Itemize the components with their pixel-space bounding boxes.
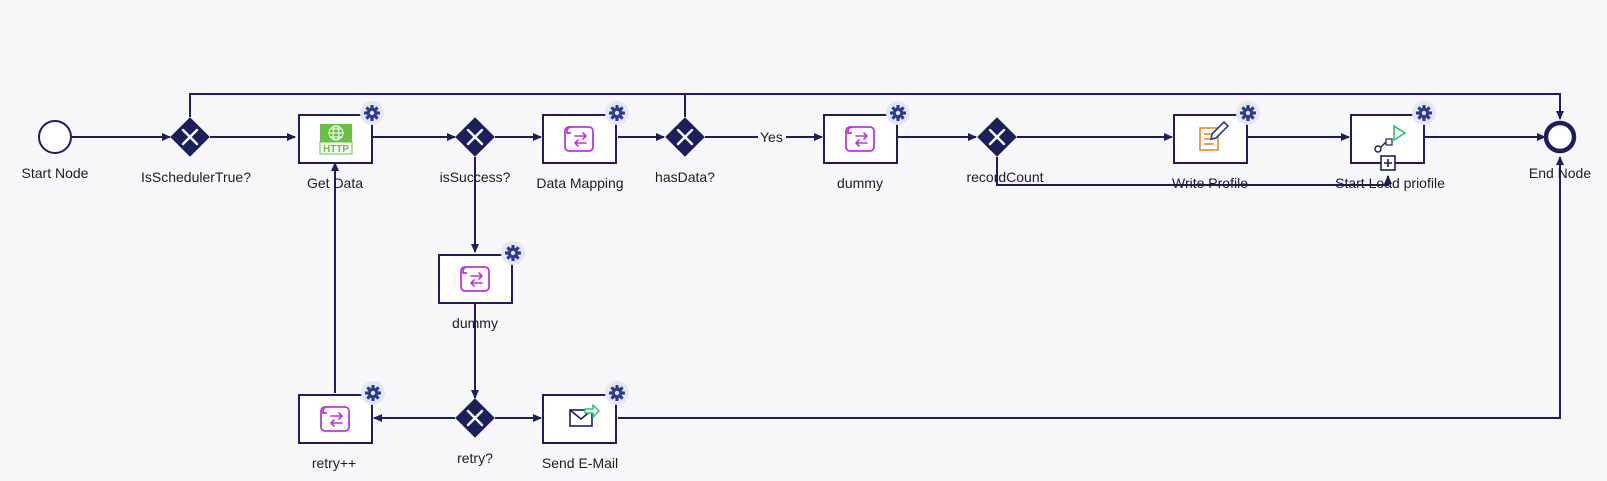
task-send-email-label: Send E-Mail (542, 455, 618, 471)
task-start-load[interactable]: Start Load priofile (1335, 101, 1445, 191)
gear-icon[interactable] (361, 381, 385, 405)
gateway-hasdata-label: hasData? (655, 169, 715, 185)
gateway-hasdata[interactable] (665, 117, 705, 157)
exclusive-gateway-icon (466, 128, 484, 146)
gear-icon[interactable] (360, 101, 384, 125)
task-get-data[interactable]: HTTP Get Data (298, 101, 384, 191)
gateway-isschedulertrue-label: IsSchedulerTrue? (141, 169, 251, 185)
exclusive-gateway-icon (676, 128, 694, 146)
gear-icon[interactable] (886, 101, 910, 125)
task-retry-increment-label: retry++ (312, 455, 356, 471)
collapsed-subprocess-marker[interactable] (1380, 155, 1396, 171)
gateway-recordcount[interactable] (977, 117, 1017, 157)
exclusive-gateway-icon (181, 128, 199, 146)
edge-recordcount-to-startload[interactable] (996, 157, 1392, 186)
task-write-profile-label: Write Profile (1172, 175, 1248, 191)
task-data-mapping-label: Data Mapping (536, 175, 623, 191)
task-dummy-mid-label: dummy (452, 315, 498, 331)
exclusive-gateway-icon (988, 128, 1006, 146)
exclusive-gateway-icon (466, 409, 484, 427)
edge-sendemail-to-end[interactable] (618, 156, 1564, 419)
gear-icon[interactable] (501, 241, 525, 265)
task-get-data-label: Get Data (307, 175, 363, 191)
gateway-recordcount-label: recordCount (966, 169, 1043, 185)
mail-send-icon (569, 404, 600, 427)
task-data-mapping[interactable]: Data Mapping (536, 101, 629, 191)
gateway-issuccess-label: isSuccess? (440, 169, 511, 185)
task-dummy-top[interactable]: dummy (823, 101, 910, 191)
end-node-label: End Node (1529, 165, 1591, 181)
task-write-profile[interactable]: Write Profile (1172, 101, 1260, 191)
gateway-retry-label: retry? (457, 450, 493, 466)
gear-icon[interactable] (605, 101, 629, 125)
end-node[interactable]: End Node (1529, 120, 1591, 181)
http-icon-text: HTTP (323, 144, 349, 155)
task-start-load-label: Start Load priofile (1335, 175, 1445, 191)
edges: Yes (72, 93, 1564, 422)
gear-icon[interactable] (1236, 101, 1260, 125)
task-dummy-mid[interactable]: dummy (438, 241, 525, 331)
gateway-isschedulertrue[interactable] (170, 117, 210, 157)
gateway-issuccess[interactable] (455, 117, 495, 157)
write-profile-icon (1199, 120, 1230, 151)
start-node-label: Start Node (22, 165, 89, 181)
start-node[interactable]: Start Node (22, 120, 89, 181)
gateway-retry[interactable] (455, 398, 495, 438)
edge-scheduler-to-end[interactable] (189, 93, 1564, 120)
task-retry-increment[interactable]: retry++ (298, 381, 385, 471)
http-icon: HTTP (319, 124, 353, 155)
task-send-email[interactable]: Send E-Mail (542, 381, 629, 471)
start-subflow-icon (1374, 124, 1407, 153)
task-dummy-top-label: dummy (837, 175, 883, 191)
gear-icon[interactable] (1412, 101, 1436, 125)
edge-label-yes: Yes (760, 129, 783, 145)
gear-icon[interactable] (605, 381, 629, 405)
